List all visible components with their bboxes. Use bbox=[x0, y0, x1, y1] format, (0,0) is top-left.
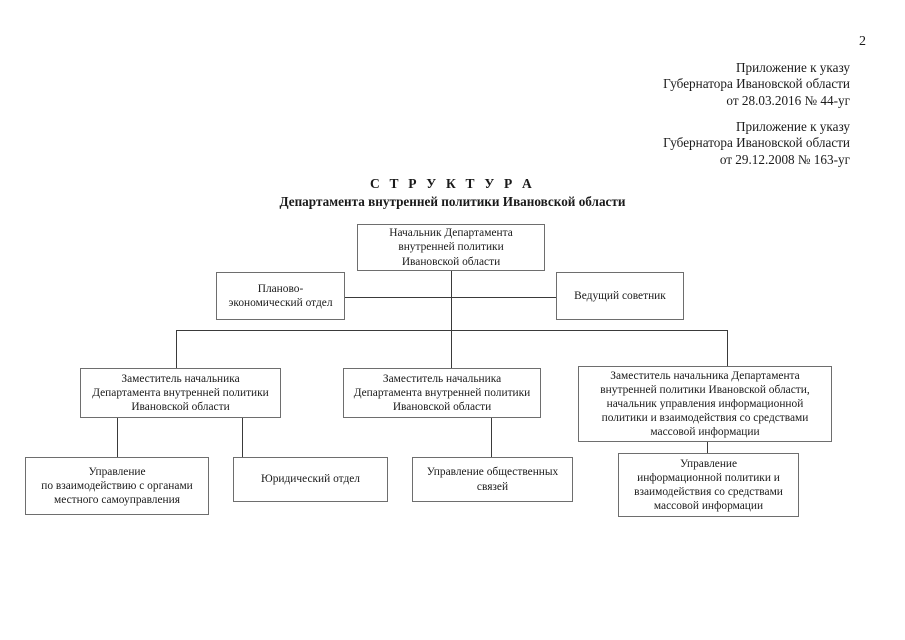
node-planning-label: Планово- экономический отдел bbox=[228, 282, 333, 309]
node-advisor-label: Ведущий советник bbox=[574, 289, 666, 302]
document-subtitle: Департамента внутренней политики Ивановс… bbox=[279, 194, 626, 209]
node-public-relations-label: Управление общественных связей bbox=[426, 466, 559, 493]
appendix-1-line-1: Приложение к указу bbox=[736, 60, 850, 75]
connector-row1-bus bbox=[344, 297, 557, 298]
node-deputy-2[interactable]: Заместитель начальника Департамента внут… bbox=[343, 368, 541, 418]
node-information-policy-label: Управление информационной политики и вза… bbox=[634, 457, 783, 513]
node-public-relations-department[interactable]: Управление общественных связей bbox=[412, 457, 573, 502]
connector-head-spine bbox=[451, 270, 452, 330]
document-title: С Т Р У К Т У Р А bbox=[369, 176, 535, 191]
connector-deputy2-to-public bbox=[491, 417, 492, 457]
appendix-1-line-3: от 28.03.2016 № 44-уг bbox=[726, 92, 850, 108]
page-number: 2 bbox=[859, 34, 866, 49]
connector-deputy1-to-local bbox=[117, 417, 118, 457]
appendix-2-line-3: от 29.12.2008 № 163-уг bbox=[719, 151, 850, 167]
node-legal-label: Юридический отдел bbox=[261, 473, 360, 486]
node-planning-department[interactable]: Планово- экономический отдел bbox=[216, 272, 345, 320]
connector-deputy2-drop bbox=[451, 330, 452, 370]
node-deputy-3-label: Заместитель начальника Департамента внут… bbox=[600, 369, 810, 439]
node-legal-department[interactable]: Юридический отдел bbox=[233, 457, 388, 502]
appendix-2-line-2: Губернатора Ивановской области bbox=[663, 135, 850, 151]
connector-deputy1-drop bbox=[176, 330, 177, 370]
node-leading-advisor[interactable]: Ведущий советник bbox=[556, 272, 684, 320]
node-information-policy-department[interactable]: Управление информационной политики и вза… bbox=[618, 453, 799, 517]
node-local-government-label: Управление по взаимодействию с органами … bbox=[41, 465, 193, 507]
appendix-1-line-2: Губернатора Ивановской области bbox=[663, 76, 850, 92]
connector-deputy3-drop bbox=[727, 330, 728, 367]
appendix-reference-1: Приложение к указу Губернатора Ивановско… bbox=[663, 60, 850, 109]
connector-deputy3-to-info bbox=[707, 441, 708, 457]
appendix-reference-2: Приложение к указу Губернатора Ивановско… bbox=[663, 119, 850, 168]
appendix-2-line-1: Приложение к указу bbox=[736, 119, 850, 134]
node-local-government-department[interactable]: Управление по взаимодействию с органами … bbox=[25, 457, 209, 515]
connector-deputy1-to-legal bbox=[242, 417, 243, 457]
node-head[interactable]: Начальник Департамента внутренней полити… bbox=[357, 224, 545, 271]
node-deputy-2-label: Заместитель начальника Департамента внут… bbox=[353, 372, 531, 414]
node-head-label: Начальник Департамента внутренней полити… bbox=[389, 227, 513, 268]
node-deputy-3[interactable]: Заместитель начальника Департамента внут… bbox=[578, 366, 832, 442]
node-deputy-1[interactable]: Заместитель начальника Департамента внут… bbox=[80, 368, 281, 418]
node-deputy-1-label: Заместитель начальника Департамента внут… bbox=[92, 372, 269, 414]
